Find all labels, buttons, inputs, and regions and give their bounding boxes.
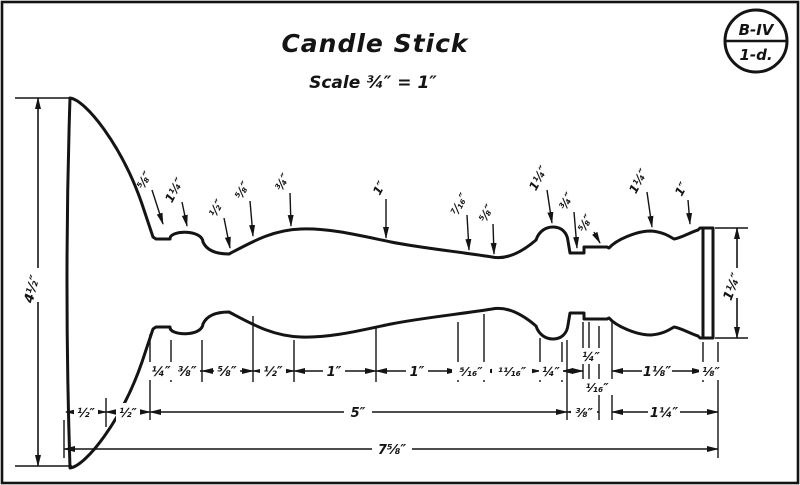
callout-label: 1¼″ xyxy=(526,163,551,193)
callout-label: ¾″ xyxy=(556,189,577,212)
badge-top-label: B-IV xyxy=(739,21,775,39)
dim-overall-length: 7⅝″ xyxy=(63,440,719,458)
dim-label: ⁵⁄₁₆″ xyxy=(459,365,483,379)
dim-label: ¼″ xyxy=(582,350,600,364)
dim-label: ⅜″ xyxy=(575,406,593,420)
dim-label: 1″ xyxy=(410,365,425,380)
candlestick-profile xyxy=(65,96,715,470)
dim-label: ¼″ xyxy=(151,365,170,380)
dim-label: 1¼″ xyxy=(650,406,679,421)
callout-label: 1″ xyxy=(672,179,691,198)
dim-label: ½″ xyxy=(119,406,137,420)
callout-label: 1″ xyxy=(370,178,389,197)
dim-label: 1″ xyxy=(327,365,342,380)
callout-label: ⅝″ xyxy=(575,211,596,234)
dim-base-diameter: 4½″ xyxy=(21,97,54,467)
dim-label: 1⅛″ xyxy=(643,365,672,380)
dim-label: ½″ xyxy=(77,406,95,420)
plate-badge: B-IV 1-d. xyxy=(723,8,789,74)
dim-label: ⅜″ xyxy=(177,365,196,380)
dim-label: ½″ xyxy=(263,365,282,380)
dim-label: ¹¹⁄₁₆″ xyxy=(498,365,527,379)
callout-label: 1¼″ xyxy=(162,175,187,205)
dim-label: ¼″ xyxy=(542,365,560,379)
dim-label-overall: 7⅝″ xyxy=(378,443,407,458)
callout-label: ¾″ xyxy=(272,170,293,193)
callout-label: ⁷⁄₁₆″ xyxy=(448,190,472,218)
page-title: Candle Stick xyxy=(281,29,468,58)
badge-bottom-label: 1-d. xyxy=(739,46,772,64)
dim-label: ¹⁄₁₆″ xyxy=(585,381,609,395)
dim-label-base-diameter: 4½″ xyxy=(21,273,43,305)
callout-label: 1¼″ xyxy=(626,166,651,196)
callout-label: ⅝″ xyxy=(232,178,253,201)
scale-note: Scale ¾″ = 1″ xyxy=(309,73,437,93)
dim-label: ⅛″ xyxy=(702,365,720,379)
dim-label: 5″ xyxy=(351,406,366,421)
dim-cup-height: 1¼″ xyxy=(721,227,752,339)
dim-label: ⅝″ xyxy=(217,365,236,380)
diameter-callouts: ⅝″ 1¼″ ½″ ⅝″ ¾″ 1″ ⁷⁄₁₆″ ⅝″ 1¼″ ¾″ ⅝″ 1¼… xyxy=(134,163,693,255)
dimension-row-1: ¼″ ⅜″ ⅝″ ½″ 1″ 1″ ⁵⁄₁₆″ ¹¹⁄₁₆″ ¼″ ¼″ ¹⁄₁… xyxy=(148,348,723,395)
callout-label: ⅝″ xyxy=(476,201,497,224)
dimension-row-2: ½″ ½″ 5″ ⅜″ 1¼″ xyxy=(65,403,719,421)
callout-label: ½″ xyxy=(206,196,227,219)
